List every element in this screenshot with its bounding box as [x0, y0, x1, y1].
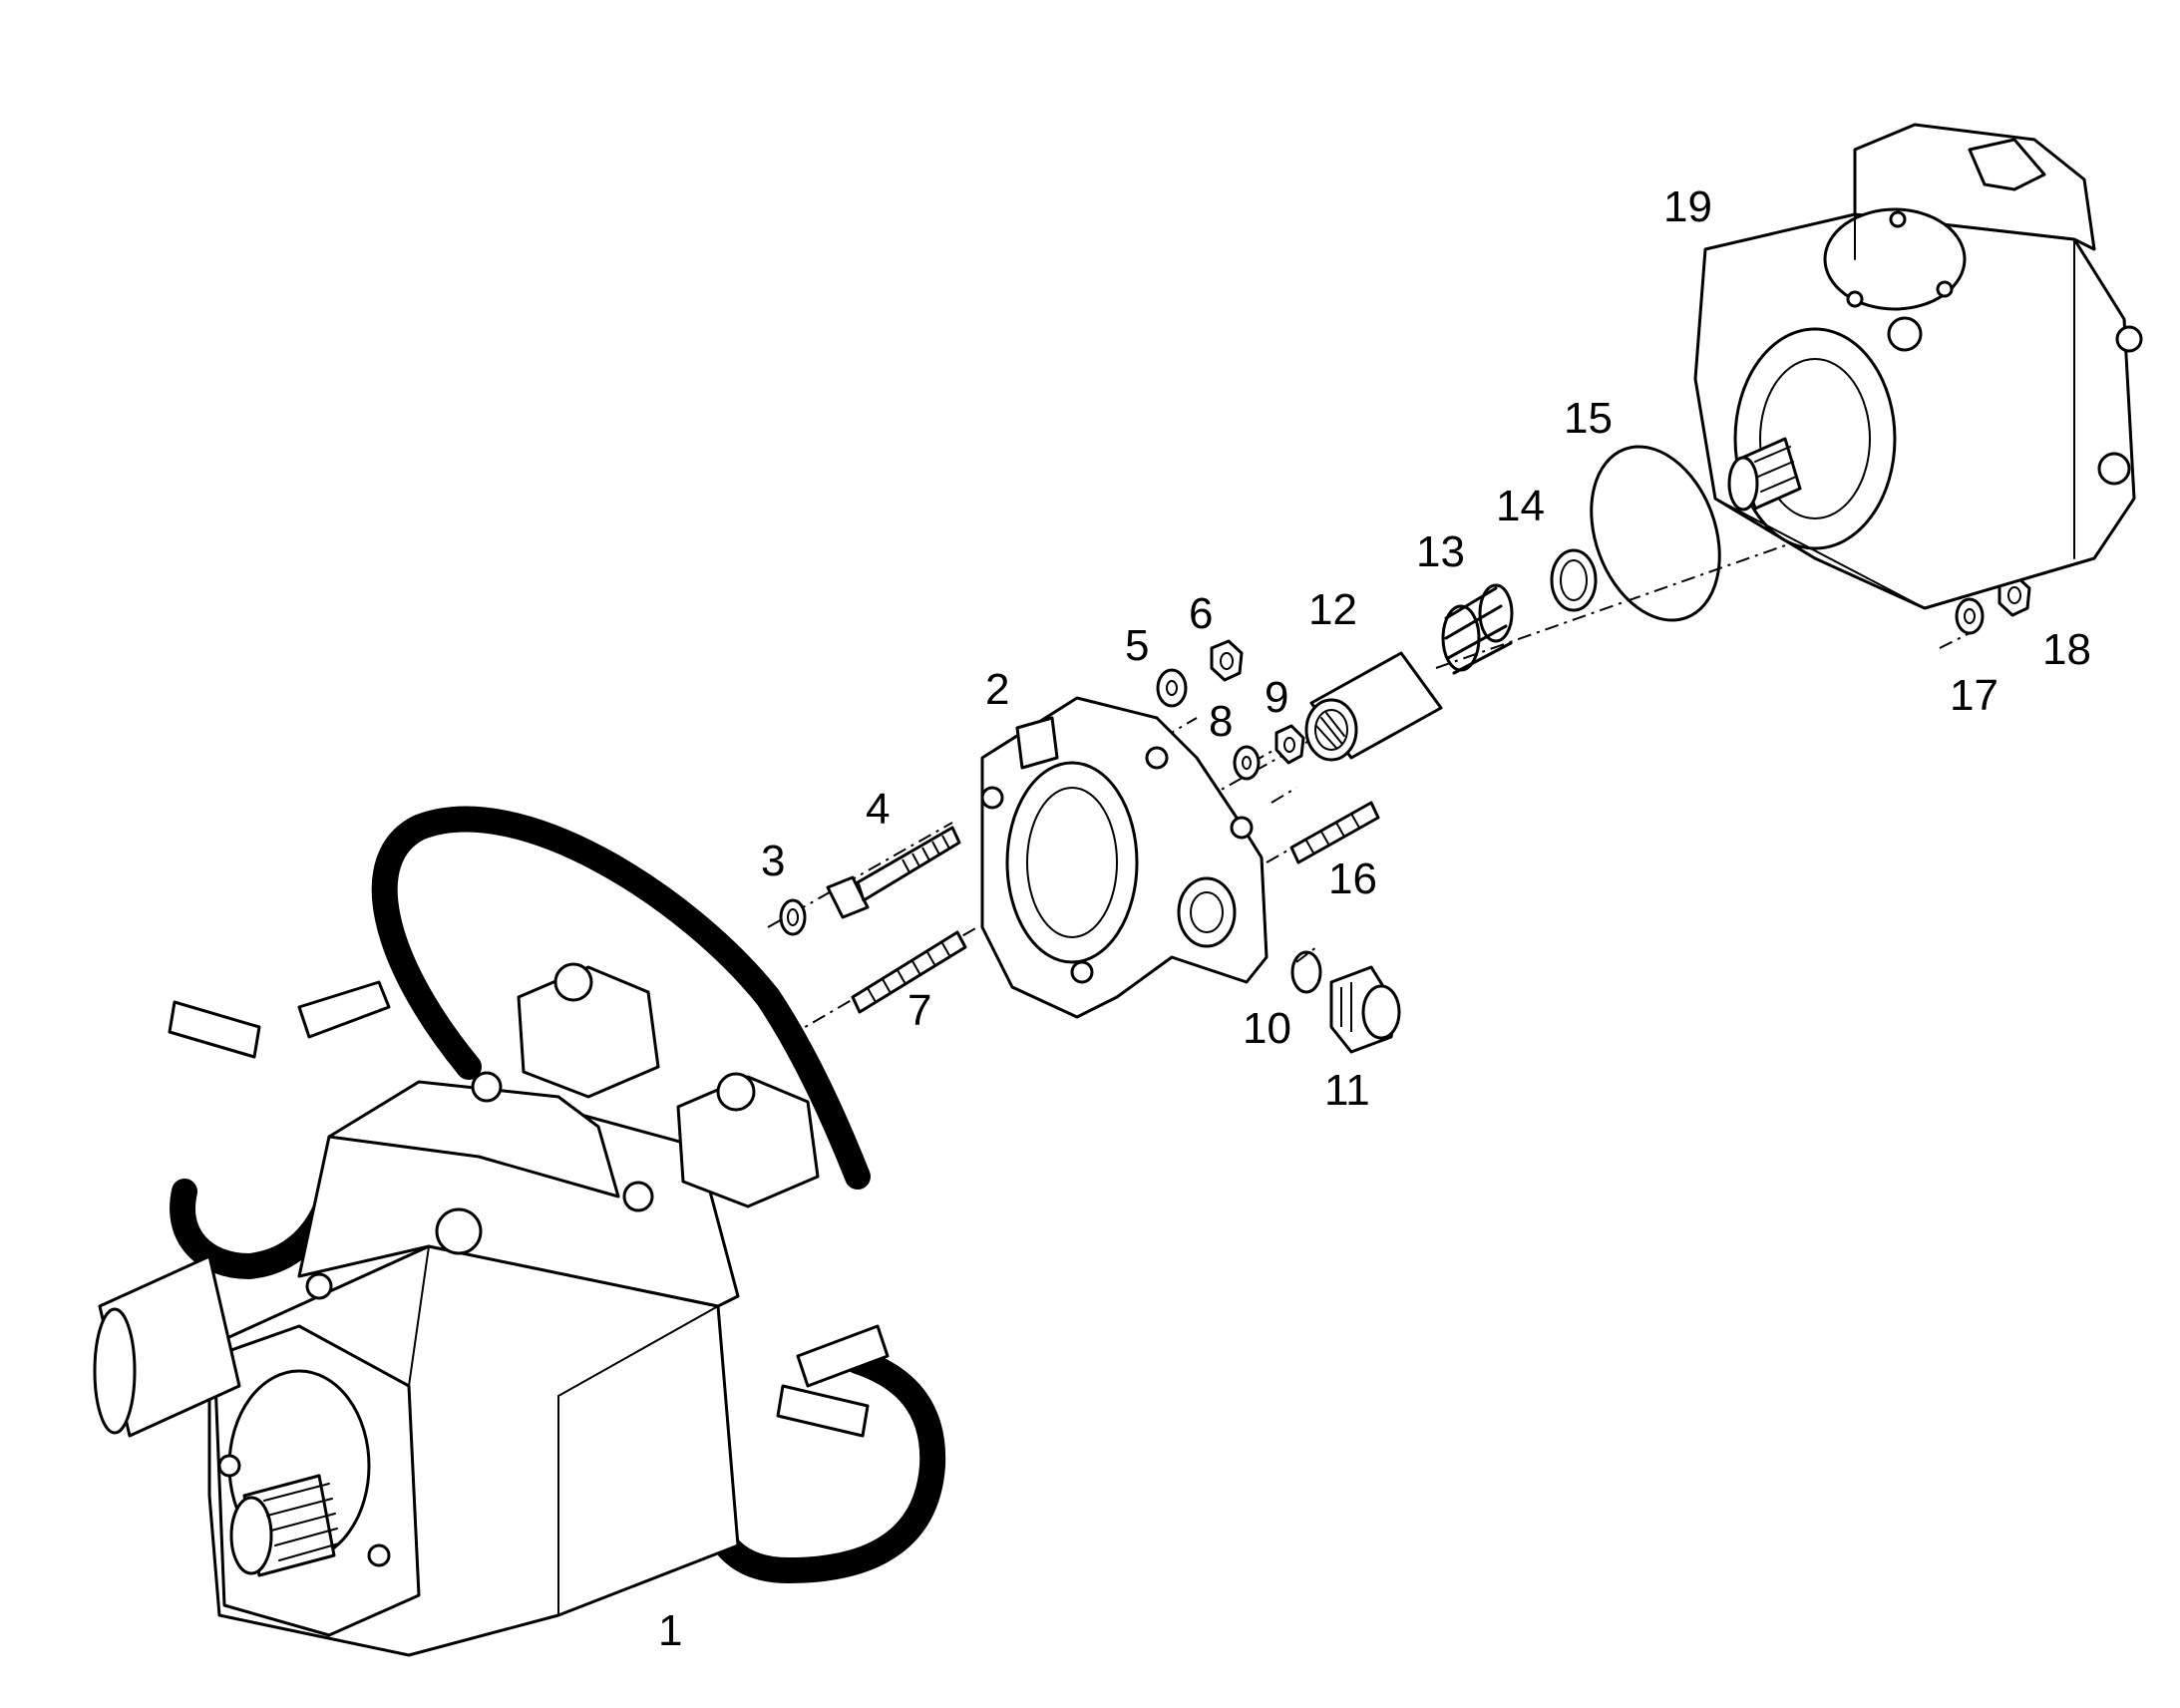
part-5-washer — [1156, 668, 1188, 708]
callout-5: 5 — [1125, 621, 1149, 670]
fitting-lower-right — [796, 1324, 890, 1388]
callout-15: 15 — [1564, 394, 1613, 443]
part-12-bearing-sleeve — [1304, 651, 1443, 762]
callout-17: 17 — [1950, 671, 1998, 720]
callout-labels: 1 2 3 4 5 6 7 8 9 10 11 12 13 14 15 16 1… — [658, 182, 2091, 1655]
part-8-washer — [1233, 745, 1261, 781]
part-2-adapter-housing — [980, 696, 1269, 1019]
callout-13: 13 — [1416, 527, 1465, 576]
fitting-upper-left — [168, 1000, 261, 1059]
part-11-plug — [1329, 965, 1401, 1054]
part-19-charge-pump — [1693, 123, 2143, 610]
callout-3: 3 — [761, 837, 785, 885]
callout-14: 14 — [1496, 482, 1545, 530]
part-10-o-ring — [1290, 950, 1322, 994]
callout-2: 2 — [985, 665, 1009, 714]
callout-8: 8 — [1209, 697, 1233, 746]
part-6-nut — [1210, 639, 1244, 682]
callout-7: 7 — [908, 986, 931, 1035]
callout-16: 16 — [1328, 854, 1377, 903]
part-3-washer — [779, 898, 807, 936]
callout-12: 12 — [1308, 585, 1357, 634]
callout-19: 19 — [1663, 182, 1712, 231]
part-1-pump-assembly — [93, 806, 946, 1657]
callout-1: 1 — [658, 1606, 682, 1655]
part-13-spring — [1441, 583, 1514, 675]
callout-4: 4 — [866, 785, 890, 834]
part-9-nut — [1274, 724, 1305, 765]
callout-9: 9 — [1265, 673, 1288, 722]
hose-upper — [371, 806, 871, 1190]
part-15-large-o-ring — [1590, 445, 1721, 622]
fitting-upper-right — [297, 980, 391, 1039]
valve-block-left — [517, 965, 660, 1099]
part-7-stud — [851, 930, 967, 1014]
callout-18: 18 — [2042, 625, 2091, 674]
callout-10: 10 — [1243, 1004, 1291, 1053]
part-16-stud — [1289, 801, 1380, 864]
part-4-bolt — [826, 826, 961, 919]
fitting-lower-mid — [776, 1384, 870, 1438]
callout-6: 6 — [1189, 589, 1213, 638]
part-14-ring — [1550, 548, 1598, 612]
axis-line-studs — [1266, 787, 1297, 863]
pump-control-housing — [327, 1080, 620, 1198]
callout-11: 11 — [1324, 1066, 1370, 1115]
hose-right-lower — [694, 1348, 946, 1583]
part-17-washer — [1955, 597, 1985, 635]
shaft-end — [229, 1496, 273, 1575]
